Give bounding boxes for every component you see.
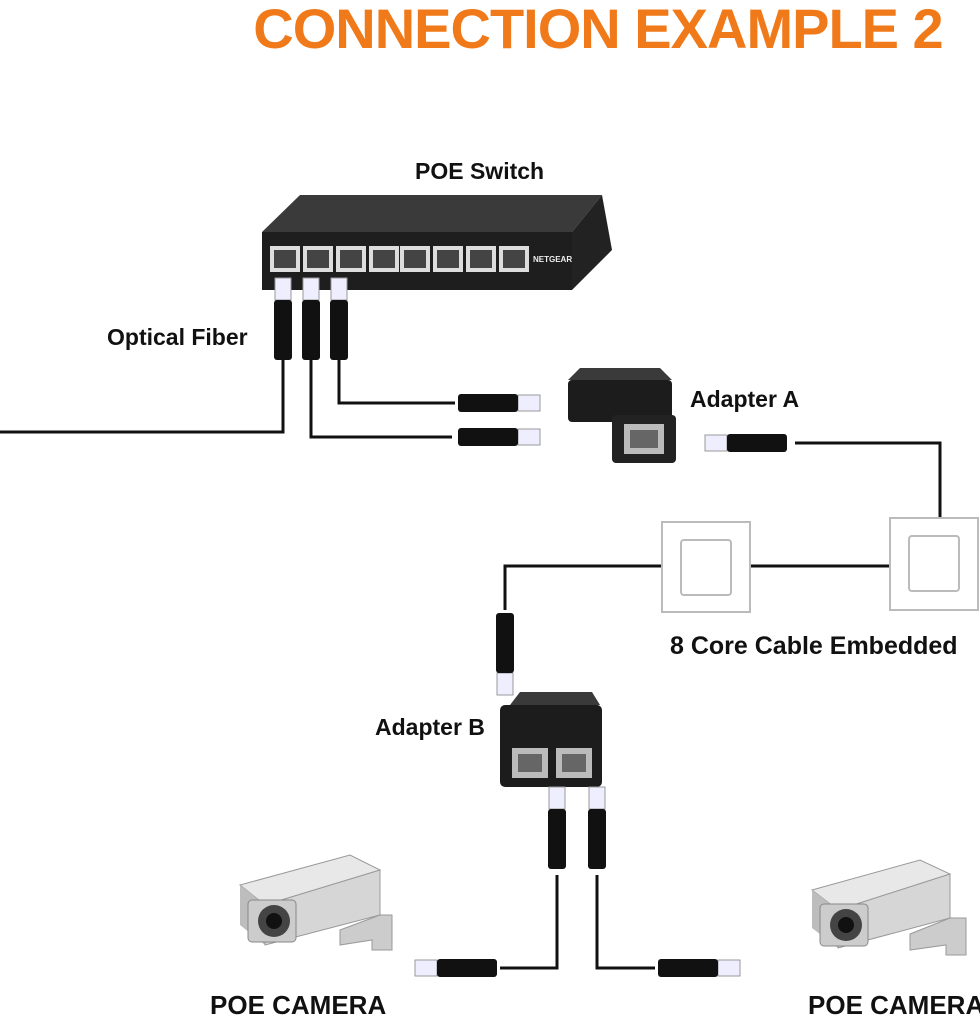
rj45-plug-icon xyxy=(548,786,566,869)
label-camera-left: POE CAMERA xyxy=(210,990,387,1020)
rj45-plug-icon xyxy=(458,428,541,446)
switch-port xyxy=(369,246,399,272)
switch-port xyxy=(433,246,463,272)
camera-left-icon xyxy=(238,854,393,951)
cable-camera-left xyxy=(500,875,559,970)
rj45-plug-icon xyxy=(330,277,348,360)
label-cable-embedded: 8 Core Cable Embedded xyxy=(670,632,958,660)
switch-port xyxy=(400,246,430,272)
cable-switch-port2 xyxy=(309,360,452,439)
cable-adapter-a-to-plate xyxy=(795,441,942,518)
diagram-title: CONNECTION EXAMPLE 2 xyxy=(253,0,943,60)
rj45-plugs xyxy=(274,277,787,977)
adapter-b xyxy=(500,692,602,787)
rj45-plug-icon xyxy=(496,613,514,696)
switch-port xyxy=(303,246,333,272)
wall-plates xyxy=(661,517,979,613)
adapter-a xyxy=(568,368,676,463)
switch-port xyxy=(270,246,300,272)
rj45-plug-icon xyxy=(458,394,541,412)
rj45-plug-icon xyxy=(658,959,741,977)
rj45-plug-icon xyxy=(414,959,497,977)
camera-right-icon xyxy=(810,859,967,956)
cable-camera-right xyxy=(595,875,655,970)
label-poe-switch: POE Switch xyxy=(415,158,545,184)
label-camera-right: POE CAMERA xyxy=(808,990,980,1020)
cable-switch-port3 xyxy=(337,360,455,405)
switch-branding: NETGEAR xyxy=(533,255,572,264)
label-optical-fiber: Optical Fiber xyxy=(107,324,248,350)
switch-port xyxy=(336,246,366,272)
switch-port xyxy=(499,246,529,272)
rj45-plug-icon xyxy=(274,277,292,360)
rj45-plug-icon xyxy=(588,786,606,869)
rj45-plug-icon xyxy=(704,434,787,452)
cable-embedded xyxy=(503,564,890,610)
rj45-plug-icon xyxy=(302,277,320,360)
label-adapter-b: Adapter B xyxy=(375,714,485,740)
switch-port xyxy=(466,246,496,272)
cable-optical-fiber xyxy=(0,360,285,434)
poe-switch: NETGEAR xyxy=(262,195,612,290)
label-adapter-a: Adapter A xyxy=(690,386,800,412)
cables xyxy=(0,360,942,970)
